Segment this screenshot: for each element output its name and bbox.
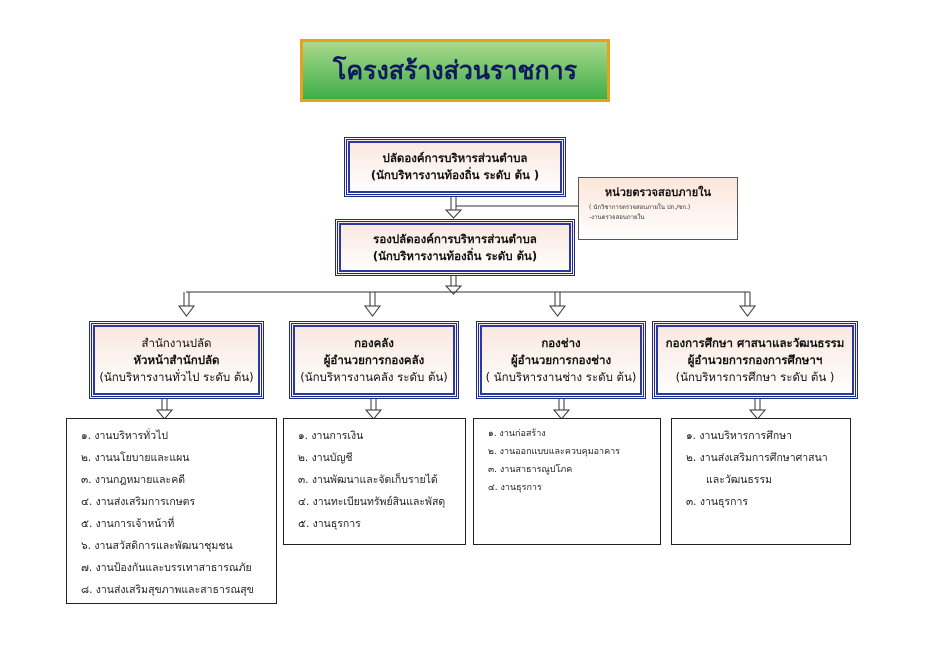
dept-head: หัวหน้าสำนักปลัด [133, 352, 220, 367]
dept-head: ผู้อำนวยการกองคลัง [323, 352, 425, 367]
list-item: ๘. งานส่งเสริมสุขภาพและสาธารณสุข [81, 584, 254, 596]
task-list-engineering: ๑. งานก่อสร้าง ๒. งานออกแบบและควบคุมอาคา… [473, 418, 661, 545]
dept-name: กองคลัง [354, 335, 394, 350]
audit-position: ( นักวิชาการตรวจสอบภายใน ปก./ชก.) [589, 204, 691, 211]
list-item: ๔. งานส่งเสริมการเกษตร [81, 496, 196, 508]
list-item: ๑. งานการเงิน [298, 430, 364, 442]
list-item: ๓. งานพัฒนาและจัดเก็บรายได้ [298, 474, 438, 486]
list-item: ๕. งานการเจ้าหน้าที่ [81, 518, 175, 530]
dept-head: ผู้อำนวยการกองการศึกษาฯ [687, 352, 823, 367]
audit-title: หน่วยตรวจสอบภายใน [604, 186, 712, 199]
task-list-office: ๑. งานบริหารทั่วไป ๒. งานนโยบายและแผน ๓.… [66, 418, 277, 604]
list-item: ๔. งานทะเบียนทรัพย์สินและพัสดุ [298, 496, 446, 508]
list-item: ๑. งานก่อสร้าง [488, 429, 546, 439]
dept-level: (นักบริหารการศึกษา ระดับ ต้น ) [675, 369, 835, 384]
dept-box-engineering: กองช่าง ผู้อำนวยการกองช่าง ( นักบริหารงา… [476, 321, 646, 399]
list-item: ๕. งานธุรการ [298, 518, 361, 530]
task-list-finance: ๑. งานการเงิน ๒. งานบัญชี ๓. งานพัฒนาและ… [283, 418, 466, 545]
audit-box: หน่วยตรวจสอบภายใน ( นักวิชาการตรวจสอบภาย… [578, 177, 738, 240]
audit-task: -งานตรวจสอบภายใน [589, 214, 645, 221]
list-item: ๒. งานออกแบบและควบคุมอาคาร [488, 447, 620, 457]
list-item: ๒. งานบัญชี [298, 452, 353, 464]
dept-head: ผู้อำนวยการกองช่าง [510, 352, 612, 367]
list-item: ๓. งานสาธารณูปโภค [488, 465, 573, 475]
list-item: ๓. งานธุรการ [686, 496, 748, 508]
dept-name: กองการศึกษา ศาสนาและวัฒนธรรม [665, 335, 845, 350]
list-item: ๑. งานบริหารทั่วไป [81, 430, 169, 442]
task-list-education: ๑. งานบริหารการศึกษา ๒. งานส่งเสริมการศึ… [671, 418, 851, 545]
dept-level: (นักบริหารงานทั่วไป ระดับ ต้น) [99, 369, 254, 384]
list-item: ๒. งานนโยบายและแผน [81, 452, 190, 464]
list-item: ๒. งานส่งเสริมการศึกษาศาสนา [686, 452, 828, 464]
chief-box: ปลัดองค์การบริหารส่วนตำบล (นักบริหารงานท… [344, 137, 566, 197]
list-item: ๗. งานป้องกันและบรรเทาสาธารณภัย [81, 562, 252, 574]
list-item: ๖. งานสวัสดิการและพัฒนาชุมชน [81, 540, 233, 552]
dept-level: ( นักบริหารงานช่าง ระดับ ต้น) [485, 369, 637, 384]
list-item: ๔. งานธุรการ [488, 483, 542, 493]
list-item: ๓. งานกฎหมายและคดี [81, 474, 186, 486]
dept-level: (นักบริหารงานคลัง ระดับ ต้น) [300, 369, 448, 384]
list-item: และวัฒนธรรม [706, 474, 773, 486]
dept-name: สำนักงานปลัด [141, 335, 212, 350]
dept-box-finance: กองคลัง ผู้อำนวยการกองคลัง (นักบริหารงาน… [289, 321, 459, 399]
chief-title: ปลัดองค์การบริหารส่วนตำบล [382, 151, 528, 165]
chief-level: (นักบริหารงานท้องถิ่น ระดับ ต้น ) [370, 168, 540, 182]
dept-box-education: กองการศึกษา ศาสนาและวัฒนธรรม ผู้อำนวยการ… [652, 321, 858, 399]
deputy-box: รองปลัดองค์การบริหารส่วนตำบล (นักบริหารง… [335, 219, 575, 276]
deputy-level: (นักบริหารงานท้องถิ่น ระดับ ต้น) [372, 248, 538, 263]
title-text: โครงสร้างส่วนราชการ [332, 55, 578, 85]
list-item: ๑. งานบริหารการศึกษา [686, 430, 793, 442]
deputy-title: รองปลัดองค์การบริหารส่วนตำบล [373, 231, 537, 246]
dept-box-office: สำนักงานปลัด หัวหน้าสำนักปลัด (นักบริหาร… [89, 321, 264, 399]
dept-name: กองช่าง [541, 335, 581, 350]
page-title: โครงสร้างส่วนราชการ [300, 39, 610, 102]
